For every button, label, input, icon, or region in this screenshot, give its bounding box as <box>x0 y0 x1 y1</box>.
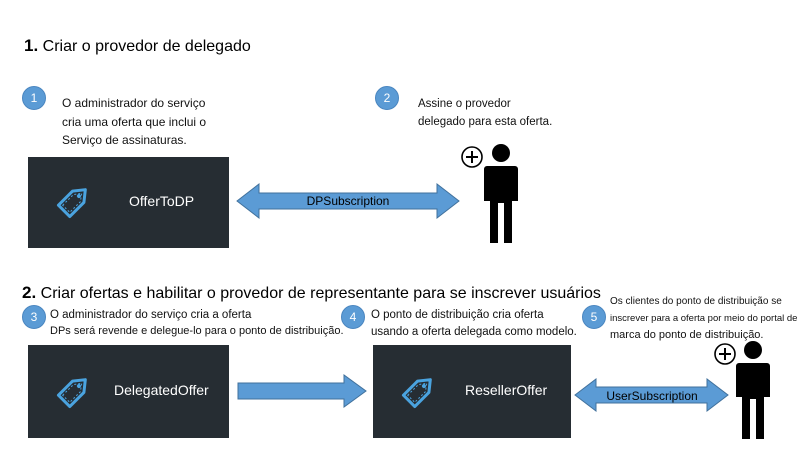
section-1-title-text: Criar o provedor de delegado <box>42 38 251 55</box>
step-4-line-1: O ponto de distribuição cria oferta <box>371 309 544 321</box>
dp-subscription-label: DPSubscription <box>307 194 390 208</box>
step-3-badge: 3 <box>22 305 46 329</box>
step-5-line-3: marca do ponto de distribuição. <box>610 329 764 342</box>
step-3-line-1: O administrador do serviço cria a oferta <box>50 309 252 321</box>
person-add-icon <box>714 341 770 439</box>
step-2-badge: 2 <box>375 86 399 110</box>
offer-box-offer-to-dp: OfferToDP <box>28 157 229 248</box>
tag-icon <box>401 378 432 409</box>
step-1-line-1: O administrador do serviço <box>62 96 206 110</box>
step-1-badge: 1 <box>22 86 46 110</box>
step-5-badge: 5 <box>582 305 606 329</box>
step-4-description: O ponto de distribuição cria oferta usan… <box>371 307 591 340</box>
offer-box-reseller-offer: ResellerOffer <box>373 345 571 438</box>
step-4-line-2: usando a oferta delegada como modelo. <box>371 325 577 338</box>
section-1-number: 1. <box>24 36 39 55</box>
step-2-description: Assine o provedor delegado para esta ofe… <box>418 96 608 132</box>
offer-to-dp-label: OfferToDP <box>129 193 195 209</box>
step-3-description: O administrador do serviço cria a oferta… <box>50 307 350 340</box>
person-add-icon <box>461 144 518 243</box>
step-2-line-1: Assine o provedor <box>418 98 511 110</box>
tag-icon <box>56 188 87 219</box>
offer-box-delegated-offer: DelegatedOffer <box>28 345 229 438</box>
section-1-title: 1. Criar o provedor de delegado <box>24 36 251 56</box>
step-1-line-2: cria uma oferta que inclui o <box>62 114 207 129</box>
step-3-line-2: DPs será revende e delegue-lo para o pon… <box>50 324 344 337</box>
tag-icon <box>56 378 87 409</box>
user-subscription-label: UserSubscription <box>606 389 697 403</box>
section-2-title-text: Criar ofertas e habilitar o provedor de … <box>40 285 601 302</box>
user-subscription-arrow <box>574 377 729 413</box>
dp-subscription-arrow <box>236 182 460 220</box>
delegation-arrow <box>237 374 367 408</box>
step-1-description: O administrador do serviço cria uma ofer… <box>62 94 262 150</box>
reseller-offer-label: ResellerOffer <box>465 382 548 398</box>
section-2-title: 2. Criar ofertas e habilitar o provedor … <box>22 283 601 303</box>
step-2-line-2: delegado para esta oferta. <box>418 115 553 128</box>
step-1-line-3: Serviço de assinaturas. <box>62 133 187 148</box>
delegated-offer-label: DelegatedOffer <box>114 382 209 398</box>
step-5-line-1: Os clientes do ponto de distribuição se <box>610 296 782 307</box>
step-4-badge: 4 <box>341 305 365 329</box>
step-5-line-2: inscrever para a oferta por meio do port… <box>610 312 798 324</box>
step-5-description: Os clientes do ponto de distribuição se … <box>610 294 800 344</box>
section-2-number: 2. <box>22 283 37 302</box>
